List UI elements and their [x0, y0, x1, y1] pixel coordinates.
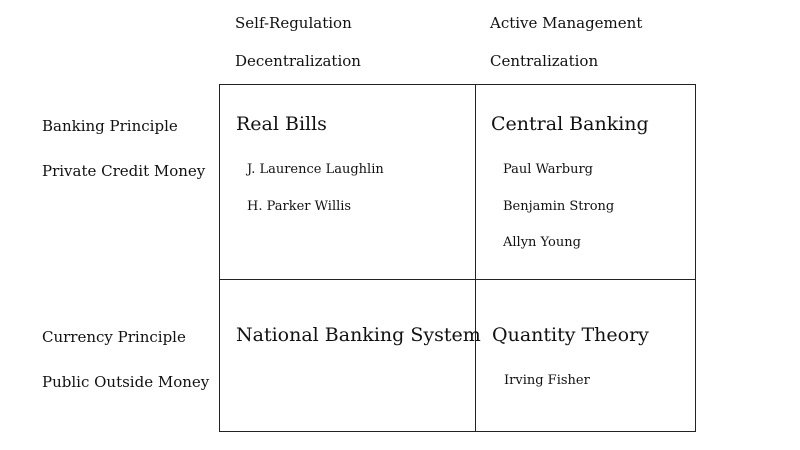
quadrant-name: Irving Fisher	[504, 373, 590, 388]
column-header-left-top: Self-Regulation	[235, 14, 352, 32]
quadrant-title-central-banking: Central Banking	[491, 113, 649, 135]
quadrant-name: H. Parker Willis	[247, 199, 352, 214]
grid-horizontal-divider	[219, 279, 696, 280]
quadrant-name: Paul Warburg	[503, 162, 594, 177]
quadrant-name: J. Laurence Laughlin	[247, 162, 384, 177]
quadrant-grid	[219, 84, 696, 432]
column-header-left-bottom: Decentralization	[235, 52, 361, 70]
row-label-lower-bottom: Public Outside Money	[42, 373, 210, 391]
quadrant-title-real-bills: Real Bills	[236, 113, 327, 135]
column-header-right-bottom: Centralization	[490, 52, 599, 70]
grid-vertical-divider	[475, 84, 476, 432]
quadrant-title-quantity-theory: Quantity Theory	[492, 324, 649, 346]
quadrant-name: Benjamin Strong	[503, 199, 615, 214]
row-label-lower-top: Currency Principle	[42, 328, 186, 346]
column-header-right-top: Active Management	[490, 14, 643, 32]
quadrant-name: Allyn Young	[503, 235, 581, 250]
row-label-upper-bottom: Private Credit Money	[42, 162, 206, 180]
row-label-upper-top: Banking Principle	[42, 117, 178, 135]
quadrant-title-national-banking-system: National Banking System	[236, 324, 481, 346]
